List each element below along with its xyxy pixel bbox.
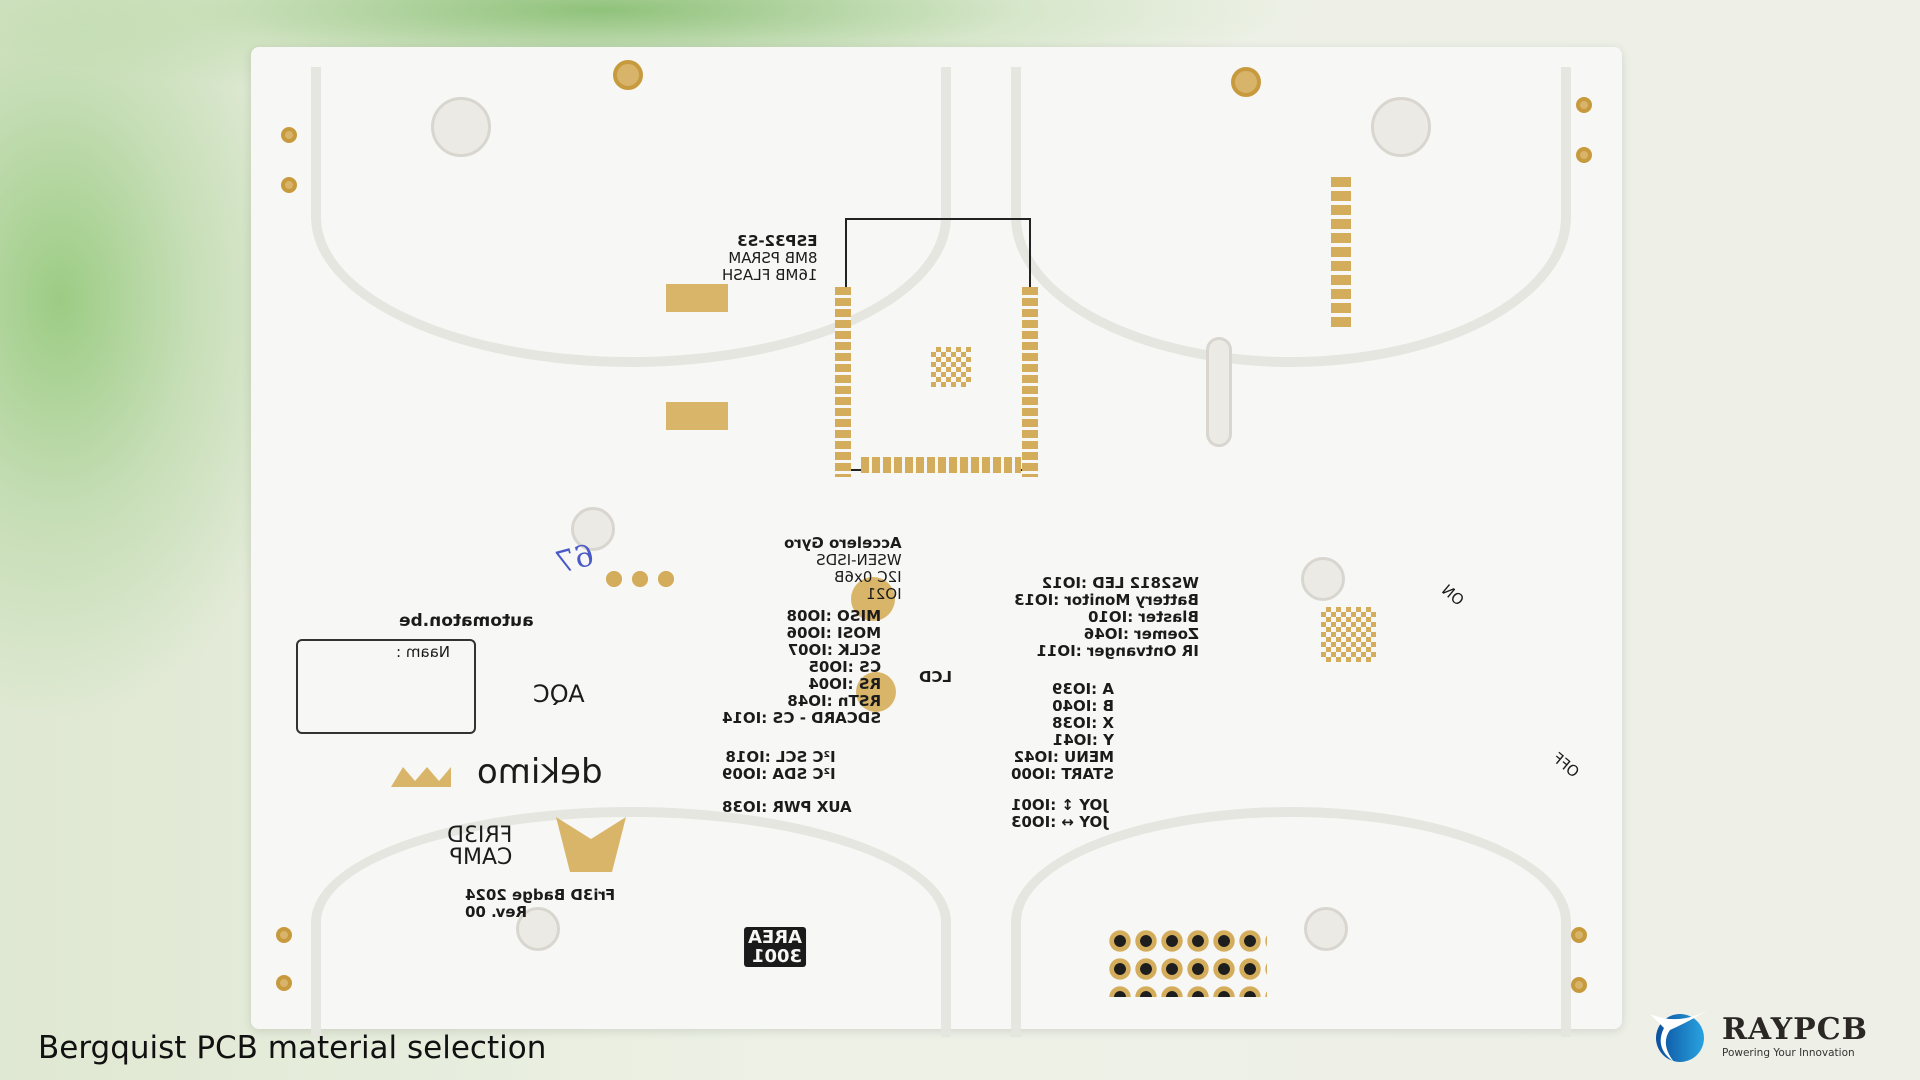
pad-column	[1331, 177, 1351, 327]
pin-label: IR Ontvanger :IO11	[1036, 642, 1199, 660]
mount-hole	[431, 97, 491, 157]
pin-label: A :IO39	[1051, 680, 1115, 698]
pin-label: RS :IO04	[808, 675, 882, 693]
module-pads-left	[835, 287, 851, 477]
button-pin-list: A :IO39 B :IO40 X :IO38 Y :IO41 MENU :IO…	[1011, 680, 1115, 783]
pin-label: X :IO38	[1052, 714, 1115, 732]
pin-label: I²C SDA :IO09	[722, 765, 836, 783]
mount-hole	[1301, 557, 1345, 601]
i2c-pin-list: I²C SCL :IO18 I²C SDA :IO09	[722, 748, 836, 783]
name-box	[296, 639, 476, 734]
pin-label: SDCARD - CS :IO14	[722, 709, 882, 727]
sensor-line: WSEN-ISDS	[816, 551, 902, 569]
raypcb-logo-icon	[1650, 1010, 1708, 1062]
pad	[856, 672, 896, 712]
mount-hole	[571, 507, 615, 551]
via	[281, 177, 297, 193]
module-name: ESP32-S3	[737, 232, 818, 250]
pin-label: Y :IO41	[1052, 731, 1115, 749]
area-text: AREA	[748, 927, 803, 948]
pin-label: B :IO40	[1052, 697, 1115, 715]
mount-hole	[1371, 97, 1431, 157]
pad	[666, 402, 728, 430]
pad	[666, 284, 728, 312]
pin-label: START :IO00	[1011, 765, 1115, 783]
mount-hole	[1304, 907, 1348, 951]
pin-label: Battery Monitor :IO13	[1014, 591, 1199, 609]
joystick-pin-list: JOY ↕ :IO01 JOY ↔ :IO03	[1011, 796, 1108, 831]
via	[276, 975, 292, 991]
pin-label: JOY ↕ :IO01	[1011, 796, 1108, 814]
sensor-line: I2C 0x6B	[834, 568, 902, 586]
via	[1571, 927, 1587, 943]
lcd-pin-list: MISO :IO08 MOSI :IO06 SCLK :IO07 CS :IO0…	[722, 607, 882, 727]
routing-slot	[1011, 807, 1571, 1037]
dekimo-logo-text: dekimo	[477, 752, 603, 792]
sensor-line: IO21	[866, 585, 902, 603]
badge-name: Fri3D Badge 2024	[465, 886, 616, 904]
aqc-logo-text: AQC	[533, 680, 585, 708]
area-number: 3001	[751, 946, 803, 967]
aux-pwr-label: AUX PWR :IO38	[722, 798, 852, 816]
connector-header	[1107, 927, 1267, 997]
pad	[851, 577, 895, 621]
pin-label: MISO :IO08	[786, 607, 882, 625]
badge-label: Fri3D Badge 2024 Rev. 00	[465, 886, 616, 921]
pad-array	[931, 347, 971, 387]
pin-label: CS :IO05	[808, 658, 882, 676]
via	[1576, 147, 1592, 163]
pin-label: MOSI :IO06	[786, 624, 882, 642]
lcd-label: LCD	[919, 668, 953, 686]
pad-array	[1321, 607, 1376, 662]
pin-label: Blaster :IO10	[1088, 608, 1199, 626]
pad-row	[601, 570, 681, 588]
sensor-line: Accelero Gyro	[784, 534, 902, 552]
pin-label: JOY ↔ :IO03	[1011, 813, 1108, 831]
pin-label: RSTn :IO48	[787, 692, 882, 710]
via	[613, 60, 643, 90]
camp-text: CAMP	[449, 845, 513, 870]
peripheral-pin-list: WS2812 LED :IO12 Battery Monitor :IO13 B…	[1014, 574, 1199, 660]
switch-on-label: ON	[1438, 580, 1468, 610]
naam-label: Naam :	[396, 643, 451, 661]
pin-label: I²C SCL :IO18	[725, 748, 836, 766]
dekimo-logo-mark	[391, 767, 451, 787]
via	[1576, 97, 1592, 113]
area3001-logo: AREA 3001	[744, 927, 807, 967]
brand-name: RAYPCB	[1722, 1012, 1868, 1047]
module-pads-right	[1022, 287, 1038, 477]
automaton-label: automaton.be	[399, 611, 534, 631]
pcb-board: ESP32-S3 8MB PSRAM 16MB FLASH Accelero G…	[251, 47, 1622, 1037]
sensor-label: Accelero Gyro WSEN-ISDS I2C 0x6B IO21	[784, 534, 902, 603]
pin-label: WS2812 LED :IO12	[1041, 574, 1199, 592]
badge-rev: Rev. 00	[465, 903, 528, 921]
mount-hole	[516, 907, 560, 951]
via	[281, 127, 297, 143]
module-psram: 8MB PSRAM	[728, 249, 818, 267]
pin-label: SCLK :IO07	[787, 641, 882, 659]
module-label: ESP32-S3 8MB PSRAM 16MB FLASH	[722, 232, 818, 284]
image-caption: Bergquist PCB material selection	[38, 1030, 547, 1066]
brand-tagline: Powering Your Innovation	[1722, 1047, 1855, 1059]
esp32-module-outline	[845, 218, 1031, 471]
via	[276, 927, 292, 943]
pin-label: MENU :IO42	[1013, 748, 1115, 766]
via	[1231, 67, 1261, 97]
module-flash: 16MB FLASH	[722, 266, 818, 284]
module-pads-bottom	[861, 457, 1021, 473]
routing-slot	[1011, 67, 1571, 367]
fri3d-text: FRI3D	[447, 823, 513, 848]
fri3d-logo-text: FRI3D CAMP	[447, 823, 513, 870]
switch-off-label: OFF	[1548, 748, 1583, 782]
routing-slot	[311, 807, 951, 1037]
routing-slot	[311, 67, 951, 367]
pin-label: Zoemer :IO46	[1083, 625, 1199, 643]
slot-hole	[1206, 337, 1232, 447]
via	[1571, 977, 1587, 993]
